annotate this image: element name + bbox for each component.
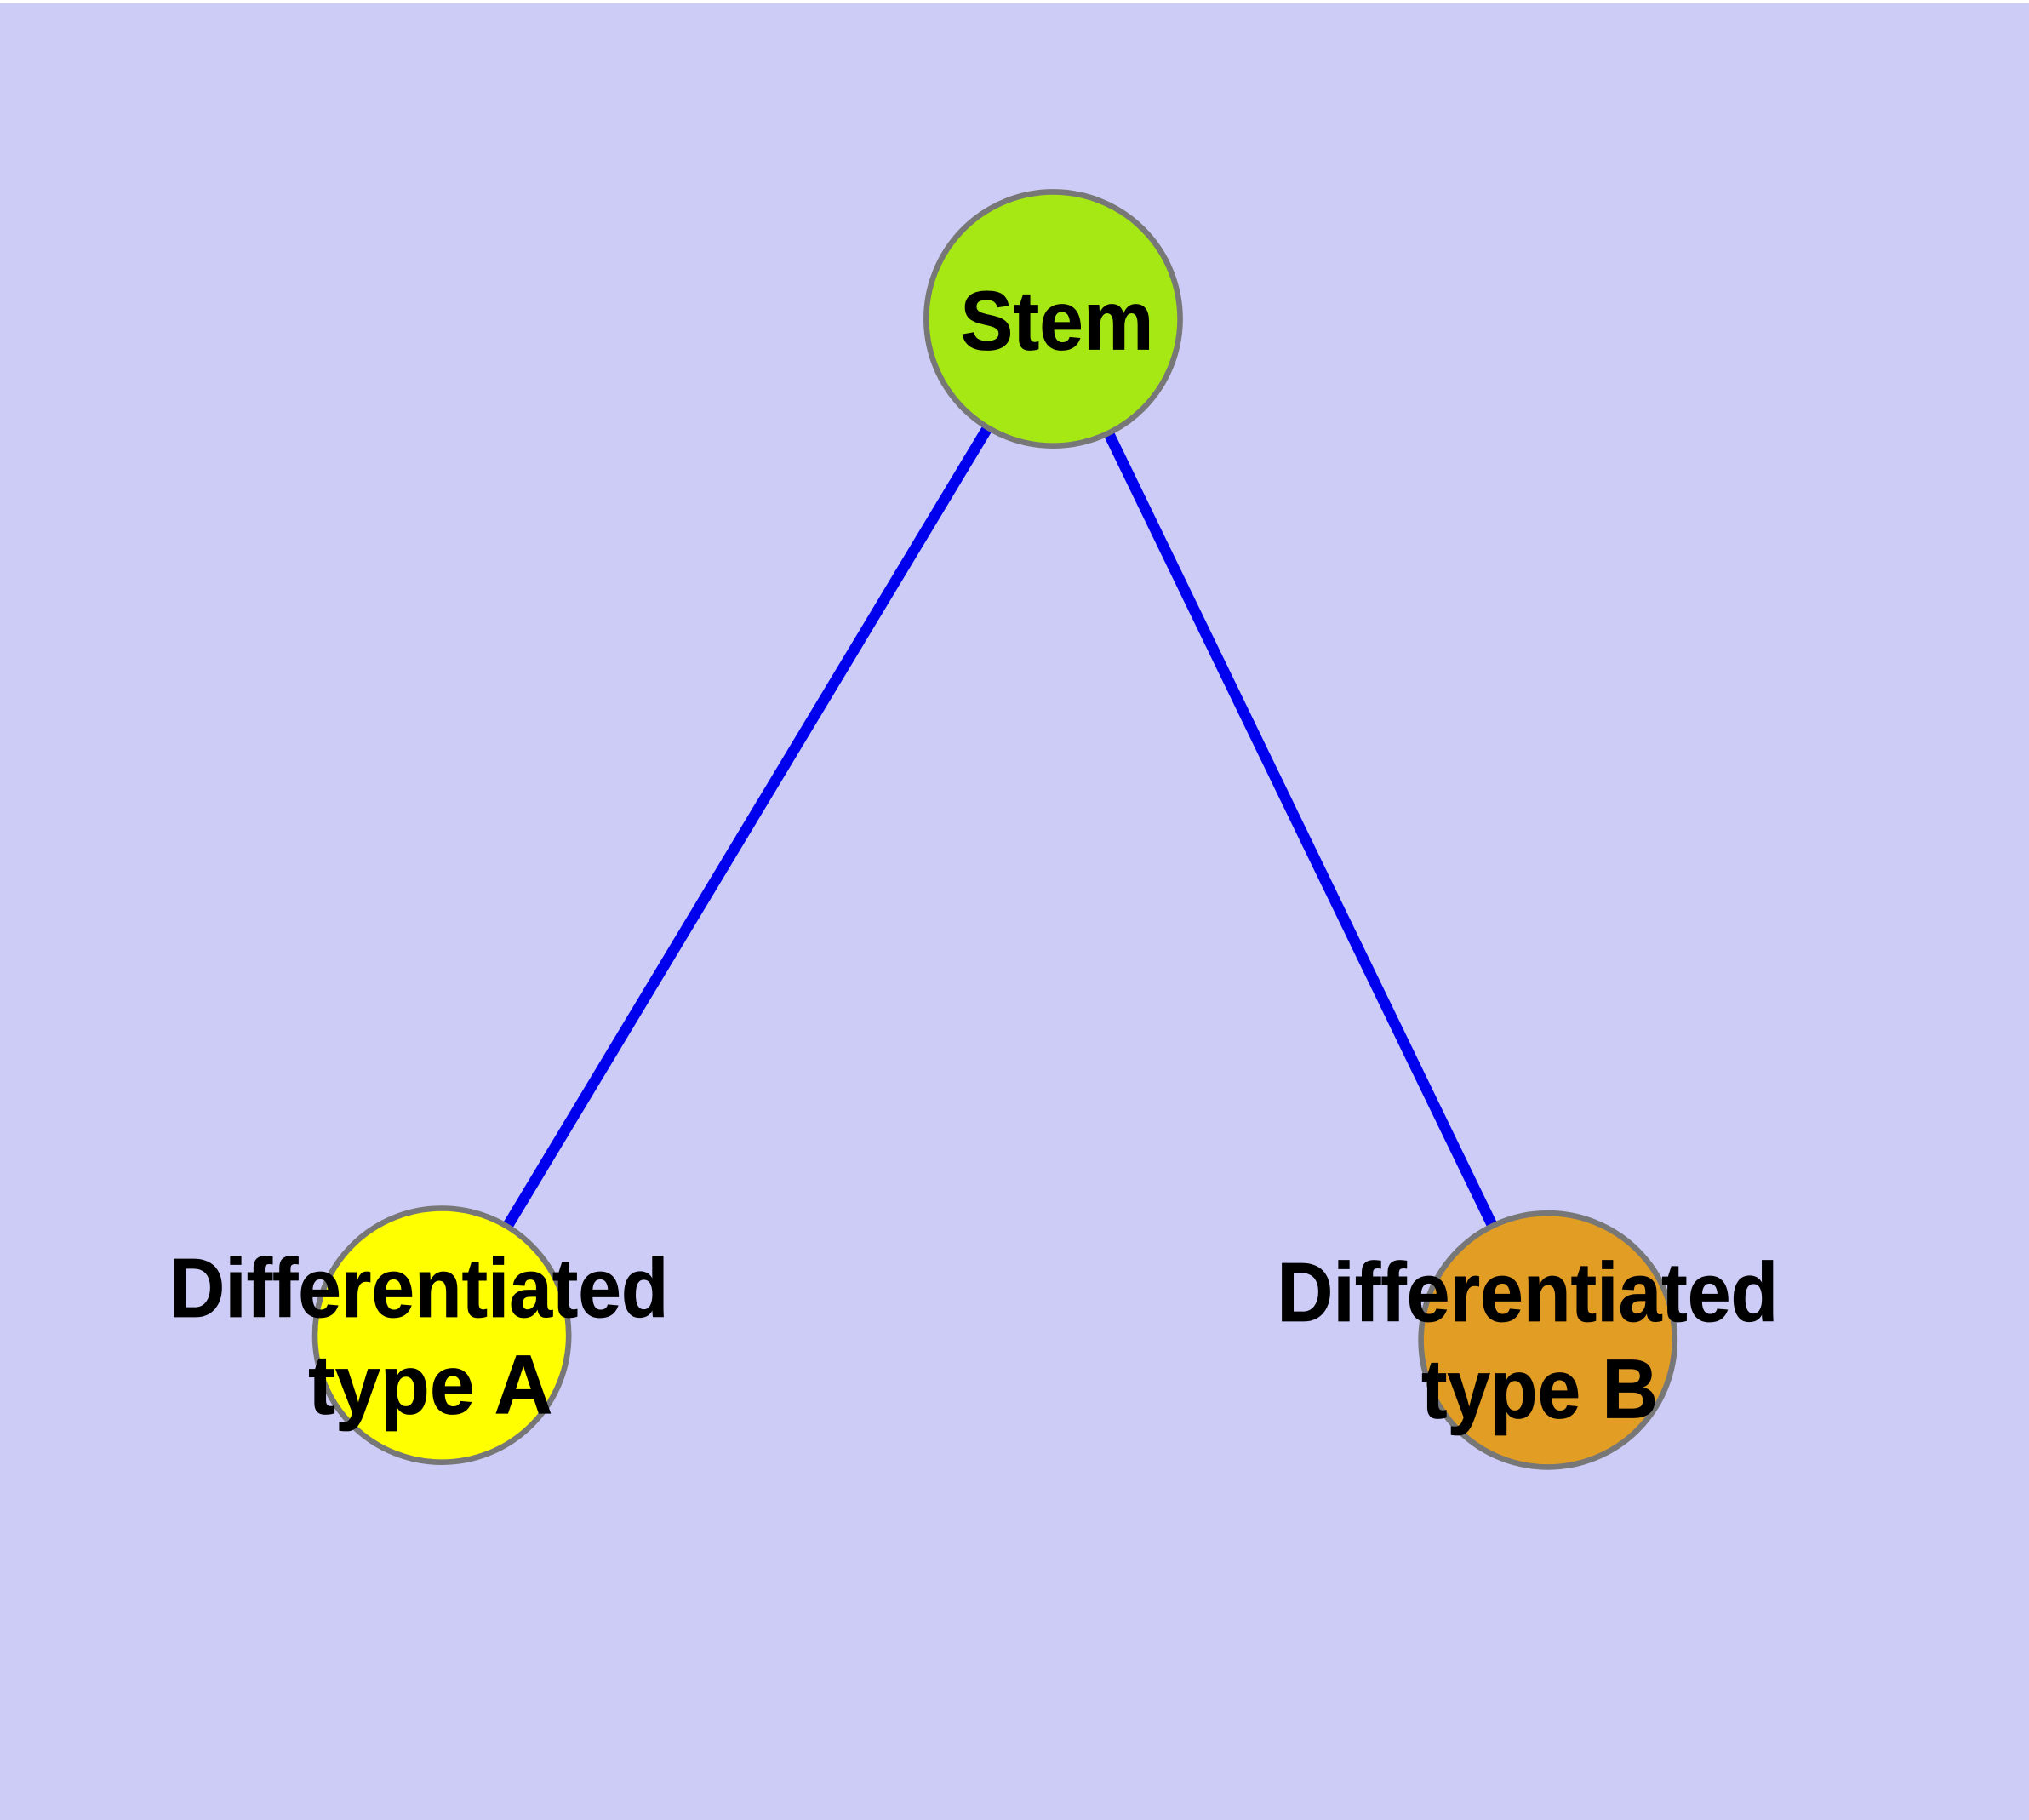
svg-text:type B: type B — [1421, 1342, 1658, 1436]
svg-text:Stem: Stem — [960, 274, 1153, 368]
svg-text:type A: type A — [308, 1338, 552, 1432]
svg-text:Differentiated: Differentiated — [1277, 1245, 1778, 1339]
svg-text:Differentiated: Differentiated — [169, 1241, 669, 1335]
